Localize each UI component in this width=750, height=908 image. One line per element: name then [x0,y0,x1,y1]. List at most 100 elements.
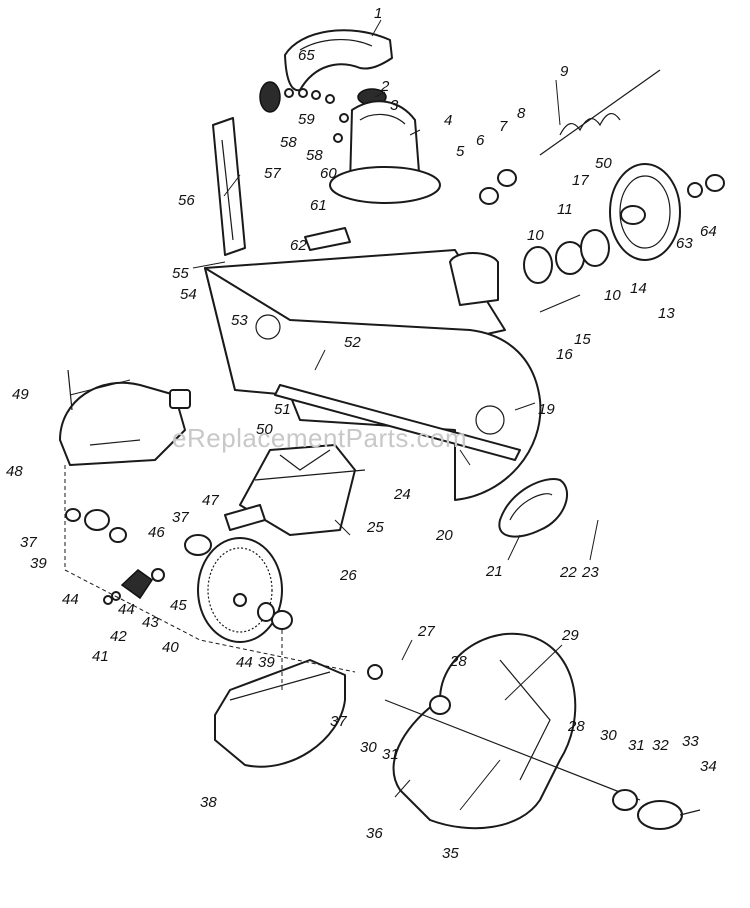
callout-37c: 37 [330,713,347,730]
callout-39a: 39 [30,555,47,572]
callout-59: 59 [298,111,315,128]
callout-44c: 44 [236,654,253,671]
callout-13: 13 [658,305,675,322]
callout-30b: 30 [600,727,617,744]
callout-28b: 28 [567,718,585,735]
callout-33: 33 [682,733,699,750]
bolt-49 [67,369,73,411]
callout-7: 7 [499,118,508,135]
callout-53: 53 [231,312,248,329]
callout-50a: 50 [595,155,612,172]
callout-47: 47 [202,492,219,509]
bearing-flange-left [523,246,553,284]
callout-24: 24 [393,486,411,503]
pinion-gear [120,569,154,600]
discharge-chute [329,100,441,204]
callout-37a: 37 [20,534,37,551]
nut-7 [497,169,517,187]
assembly-guide-lines [64,465,356,690]
auger [384,632,641,830]
callout-29: 29 [561,627,579,644]
auger-housing [204,249,542,501]
callout-41: 41 [92,648,109,665]
callout-48: 48 [6,463,23,480]
callout-54: 54 [180,286,197,303]
callout-1: 1 [374,5,382,22]
washer-6 [479,187,499,205]
callout-10b: 10 [604,287,621,304]
callout-23: 23 [581,564,599,581]
callout-26: 26 [339,567,357,584]
callout-44b: 44 [118,601,135,618]
callout-49: 49 [12,386,29,403]
chute-deflector [284,29,393,92]
callout-10a: 10 [527,227,544,244]
bearing-32 [612,789,638,811]
watermark: eReplacementParts.com [172,423,467,453]
callout-20: 20 [435,527,453,544]
callout-31a: 31 [382,746,399,763]
callout-62: 62 [290,237,307,254]
callout-42: 42 [110,628,127,645]
callout-39b: 39 [258,654,275,671]
belt-cover [59,381,191,466]
callout-11: 11 [557,201,573,218]
callout-4: 4 [444,112,452,129]
callout-25: 25 [366,519,384,536]
callout-46: 46 [148,524,165,541]
gear-housing [214,659,346,768]
callout-58b: 58 [306,147,323,164]
flange-33 [637,800,683,830]
nut-64 [705,174,725,192]
callout-32: 32 [652,737,669,754]
worm-gear [197,537,283,643]
impeller-shaft-parts [65,504,266,556]
callout-57: 57 [264,165,281,182]
callout-34: 34 [700,758,717,775]
callout-43: 43 [142,614,159,631]
auger-shaft [539,69,661,156]
callout-28a: 28 [449,653,467,670]
callout-19: 19 [538,401,555,418]
callout-56: 56 [178,192,195,209]
callout-leaders [69,19,599,811]
callout-50b: 50 [256,421,273,438]
callout-55: 55 [172,265,189,282]
washer-44 [257,602,275,622]
callout-45: 45 [170,597,187,614]
chute-plate [304,227,351,251]
washer-37 [367,664,383,680]
impeller [239,444,366,536]
bushing-39 [271,610,293,630]
callout-65: 65 [298,47,315,64]
bearing [555,241,585,275]
callout-31b: 31 [628,737,645,754]
belt [498,478,569,538]
callout-8: 8 [517,105,526,122]
callout-22: 22 [559,564,577,581]
callout-2: 2 [380,78,390,95]
pulley [609,163,681,261]
carriage-bolt-15 [539,294,581,313]
callout-labels: 1 65 2 3 4 59 58 58 57 60 61 62 56 9 8 7… [6,5,717,862]
callout-16: 16 [556,346,573,363]
chute-crank-bracket [212,117,246,256]
shave-plate [274,384,521,461]
bolt-34 [679,809,701,816]
callout-3: 3 [390,97,399,114]
callout-63: 63 [676,235,693,252]
callout-14: 14 [630,280,647,297]
callout-15: 15 [574,331,591,348]
callout-5: 5 [456,143,465,160]
callout-61: 61 [310,197,327,214]
bearing-flange-right [580,229,610,267]
chute-washers [284,88,349,143]
callout-51: 51 [274,401,291,418]
callout-35: 35 [442,845,459,862]
callout-27: 27 [417,623,435,640]
callout-6: 6 [476,132,485,149]
nut-41 [103,595,113,605]
callout-37b: 37 [172,509,189,526]
callout-52: 52 [344,334,361,351]
